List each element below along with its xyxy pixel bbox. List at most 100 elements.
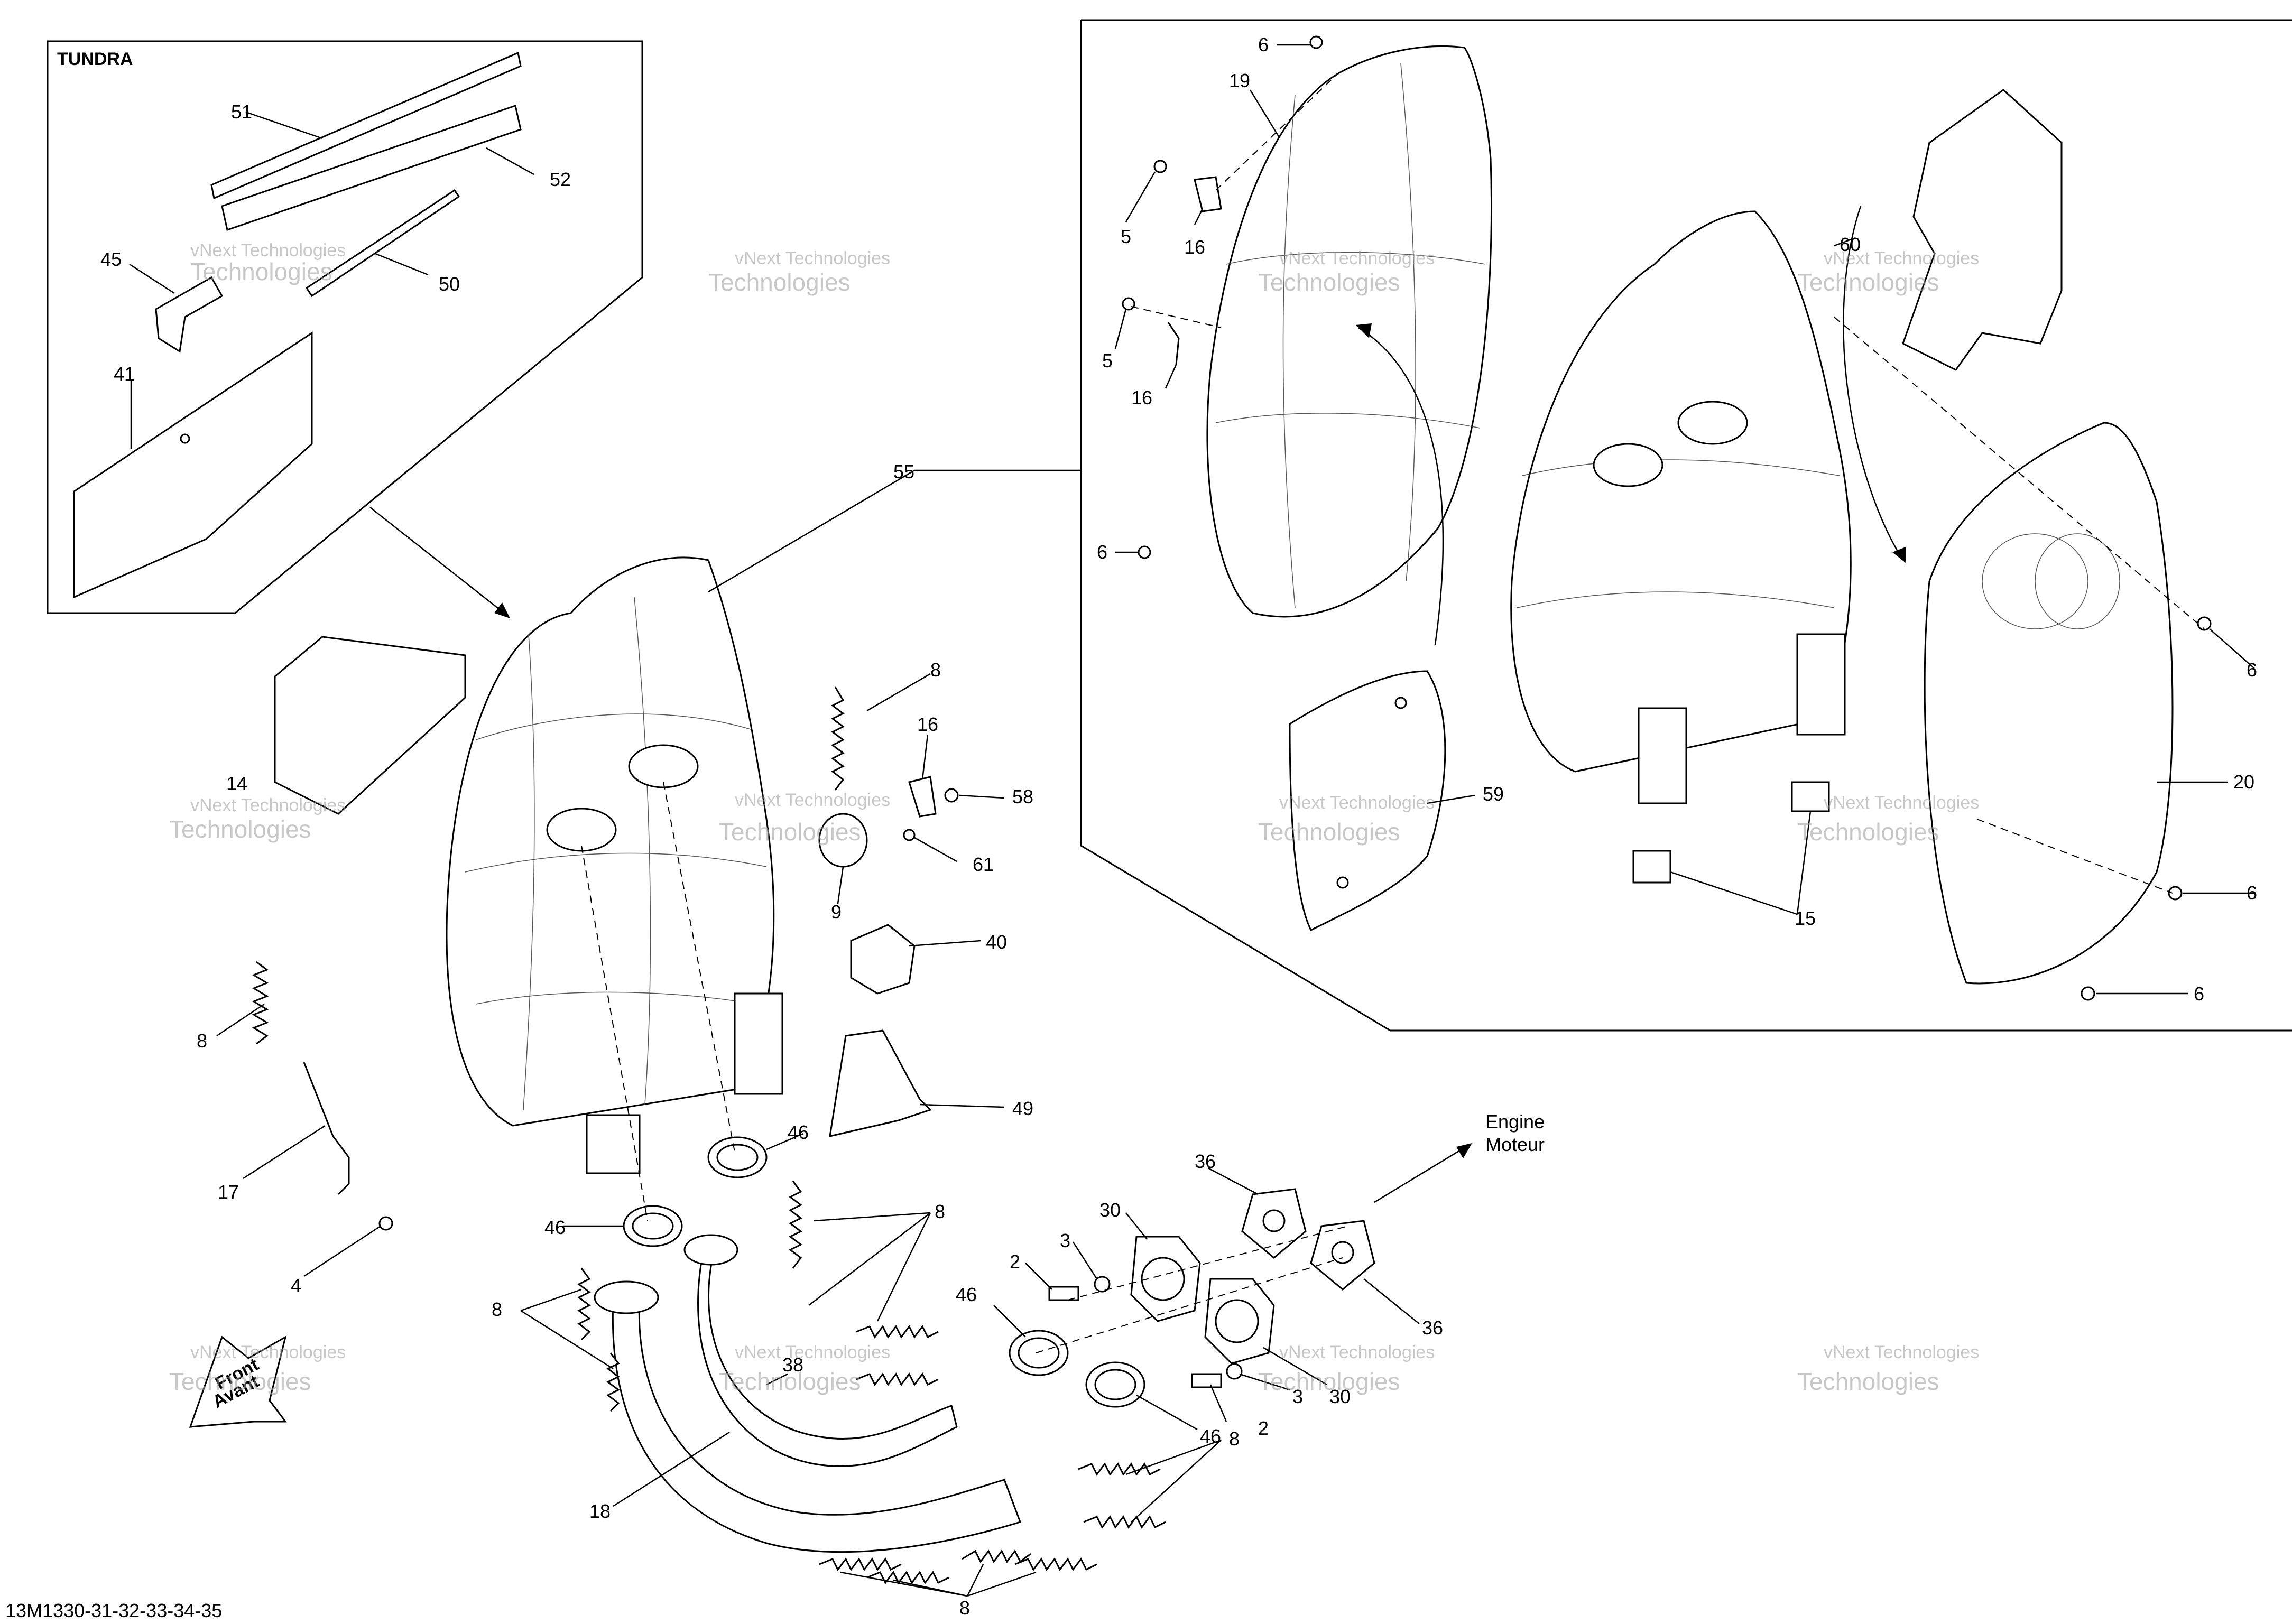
arc-arrow-20-head	[1892, 547, 1906, 563]
part-52-panel	[221, 105, 522, 231]
part-50-rail	[305, 189, 460, 298]
watermark: vNext Technologies	[1824, 248, 1979, 268]
part-49-bracket	[829, 1029, 932, 1137]
callout-61: 61	[973, 853, 994, 875]
spring-8-f	[1078, 1462, 1161, 1476]
callout-55: 55	[893, 461, 914, 482]
watermark: Technologies	[1258, 818, 1400, 846]
callout-18: 18	[589, 1500, 611, 1522]
watermark: vNext Technologies	[190, 795, 346, 815]
callout-14: 14	[226, 773, 247, 794]
watermark: vNext Technologies	[190, 1342, 346, 1362]
watermark: vNext Technologies	[1279, 793, 1435, 813]
arc-arrow-20	[1843, 206, 1904, 561]
spring-8-i	[866, 1571, 949, 1584]
callout-17: 17	[218, 1181, 239, 1203]
part-muffler-body-detail	[1510, 210, 1852, 804]
watermark: vNext Technologies	[190, 240, 346, 261]
part-15-bumper-a	[1632, 850, 1671, 884]
watermark: Technologies	[1797, 268, 1939, 296]
part-14-heat-shield	[274, 636, 466, 815]
callout-30-a: 30	[1099, 1199, 1121, 1221]
part-45-bracket	[155, 276, 224, 353]
callout-5-b: 5	[1102, 350, 1113, 372]
inset-title: TUNDRA	[57, 49, 133, 69]
callout-45: 45	[100, 248, 122, 270]
engine-direction-arrow: Engine Moteur	[1374, 1111, 1545, 1203]
callout-46-a: 46	[544, 1217, 566, 1238]
part-19-muffler-cover	[1206, 45, 1493, 618]
callout-46-c: 46	[956, 1284, 977, 1305]
spring-8-a	[789, 1181, 802, 1269]
watermark: Technologies	[708, 268, 851, 296]
part-51-strip	[210, 51, 522, 200]
part-40-mount	[850, 924, 916, 995]
diagram-code: 13M1330-31-32-33-34-35	[5, 1600, 222, 1621]
watermark: Technologies	[190, 258, 332, 285]
callout-50: 50	[439, 273, 460, 295]
callout-6-left: 6	[1097, 541, 1107, 563]
spring-8-d	[856, 1325, 939, 1339]
tundra-inset: TUNDRA	[47, 40, 643, 614]
callout-8-left: 8	[197, 1030, 207, 1052]
callout-15: 15	[1795, 907, 1816, 929]
part-46-ring-b	[707, 1136, 768, 1178]
watermark: Technologies	[719, 1368, 861, 1395]
watermark: vNext Technologies	[1279, 1342, 1435, 1362]
part-4-bolt	[378, 1216, 393, 1231]
watermark: vNext Technologies	[1279, 248, 1435, 268]
part-36-gasket-a	[1241, 1188, 1307, 1259]
watermark: vNext Technologies	[735, 1342, 890, 1362]
callout-5-a: 5	[1121, 226, 1131, 247]
callout-36-a: 36	[1195, 1150, 1216, 1172]
spring-8-e	[856, 1372, 939, 1386]
callout-8-right: 8	[1229, 1428, 1240, 1450]
dash-line	[1131, 306, 1222, 328]
dash-line	[1976, 819, 2173, 894]
watermark: vNext Technologies	[735, 790, 890, 810]
callout-49: 49	[1012, 1098, 1033, 1119]
callout-8-upper: 8	[930, 659, 941, 681]
callout-46-d: 46	[1200, 1425, 1221, 1447]
dash-line	[1834, 317, 2205, 629]
watermark: Technologies	[1258, 1368, 1400, 1395]
part-5-screw-b	[1122, 297, 1135, 311]
part-30-flange-a	[1130, 1236, 1201, 1322]
watermark: Technologies	[169, 1368, 311, 1395]
part-18-exhaust-pipe	[594, 1234, 1021, 1553]
dash-line	[1215, 73, 1338, 191]
callout-3-b: 3	[1292, 1386, 1303, 1407]
callout-16-main: 16	[917, 713, 938, 735]
spring-8-left	[252, 961, 269, 1045]
callout-52: 52	[550, 169, 571, 190]
watermark: Technologies	[1797, 1368, 1939, 1395]
part-3-washer-a	[1094, 1276, 1111, 1293]
part-16-clip-detail-b	[1167, 322, 1180, 365]
callout-16-detail-a: 16	[1184, 236, 1205, 258]
callout-6-bottom: 6	[2194, 983, 2204, 1005]
detail-inset	[1080, 19, 2292, 1032]
part-61-bolt	[903, 829, 916, 841]
callout-4: 4	[291, 1275, 301, 1296]
front-arrow: Front Avant	[189, 1335, 287, 1428]
callout-8-left-pipes: 8	[492, 1298, 502, 1320]
watermark: vNext Technologies	[735, 248, 890, 268]
watermark: vNext Technologies	[1824, 793, 1979, 813]
spring-8-c	[606, 1352, 620, 1412]
callout-36-b: 36	[1422, 1317, 1443, 1339]
spring-8-g	[1083, 1515, 1166, 1529]
part-16-clip	[908, 776, 937, 818]
spring-8-b	[577, 1268, 591, 1341]
part-5-screw-a	[1153, 160, 1167, 173]
leader-lines	[129, 44, 2255, 1597]
part-46-ring-c	[1009, 1330, 1069, 1376]
callout-41: 41	[114, 363, 135, 385]
callout-19: 19	[1229, 70, 1250, 91]
arc-arrow-59	[1358, 327, 1444, 645]
moteur-label: Moteur	[1485, 1134, 1545, 1155]
spring-8-j	[962, 1549, 1031, 1563]
callout-numbers: 51 52 45 50 41 55 14 8 16 58 61 9 40 49 …	[100, 34, 2257, 1619]
callout-20: 20	[2233, 771, 2254, 793]
engine-label: Engine	[1485, 1111, 1545, 1133]
